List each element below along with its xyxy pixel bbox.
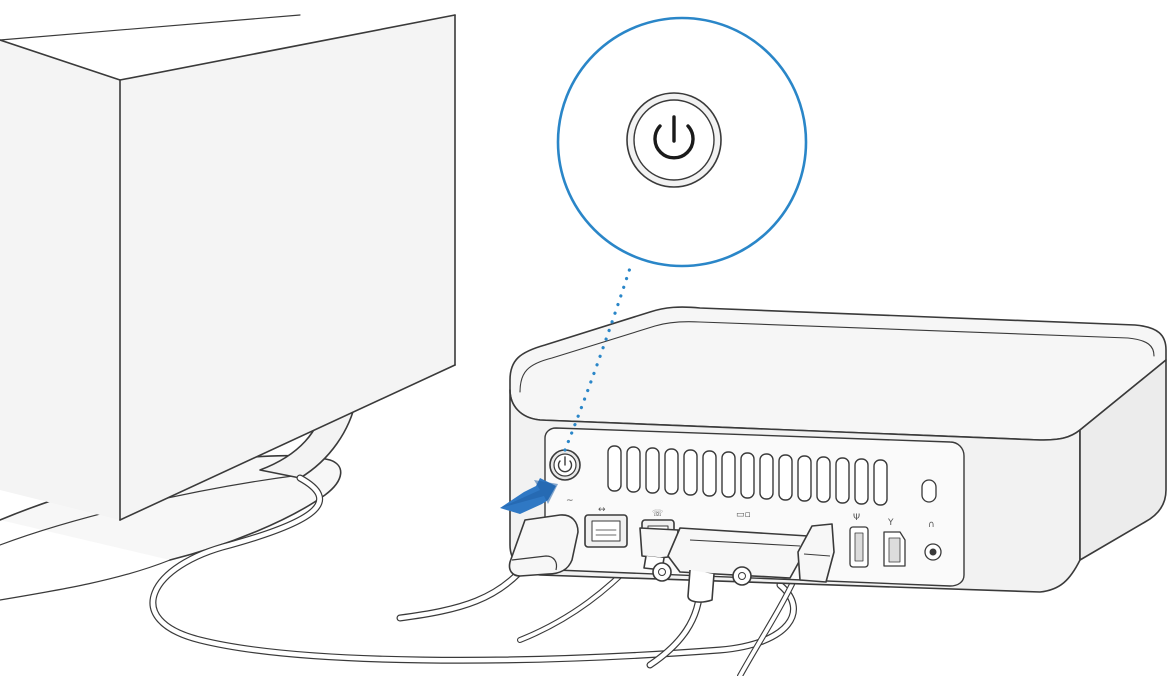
ethernet-port bbox=[584, 514, 628, 548]
connectors bbox=[508, 514, 835, 603]
video-port-glyph: ▭▫ bbox=[736, 510, 751, 520]
usb-plug bbox=[797, 523, 835, 583]
ethernet-port-glyph: ↔ bbox=[598, 505, 606, 515]
port-glyphs: ~ ↔ ☏ ▭▫ Ψ Y ∩ bbox=[566, 496, 935, 530]
modem-port-glyph: ☏ bbox=[652, 509, 663, 519]
rear-power-button[interactable] bbox=[549, 449, 581, 481]
mac-mini-side-face bbox=[1079, 359, 1167, 561]
power-icon bbox=[626, 92, 722, 188]
firewire-port bbox=[883, 531, 906, 567]
audio-port bbox=[924, 543, 942, 561]
ventilation-grille bbox=[607, 445, 888, 506]
display-monitor bbox=[0, 14, 456, 601]
usb-ports bbox=[849, 526, 869, 568]
usb-cable bbox=[737, 575, 798, 676]
audio-port-glyph: ∩ bbox=[928, 520, 935, 530]
firewire-port-glyph: Y bbox=[887, 518, 894, 528]
power-button-callout bbox=[556, 16, 808, 268]
display-cable-loop bbox=[149, 474, 797, 664]
callout-leader-line bbox=[563, 266, 632, 452]
security-slot bbox=[921, 479, 937, 503]
usb-port-glyph: Ψ bbox=[853, 513, 860, 523]
mac-mini: ~ ↔ ☏ ▭▫ Ψ Y ∩ bbox=[509, 306, 1167, 593]
monitor-back bbox=[0, 15, 455, 520]
power-port-glyph: ~ bbox=[566, 496, 574, 506]
power-plug bbox=[508, 514, 579, 577]
